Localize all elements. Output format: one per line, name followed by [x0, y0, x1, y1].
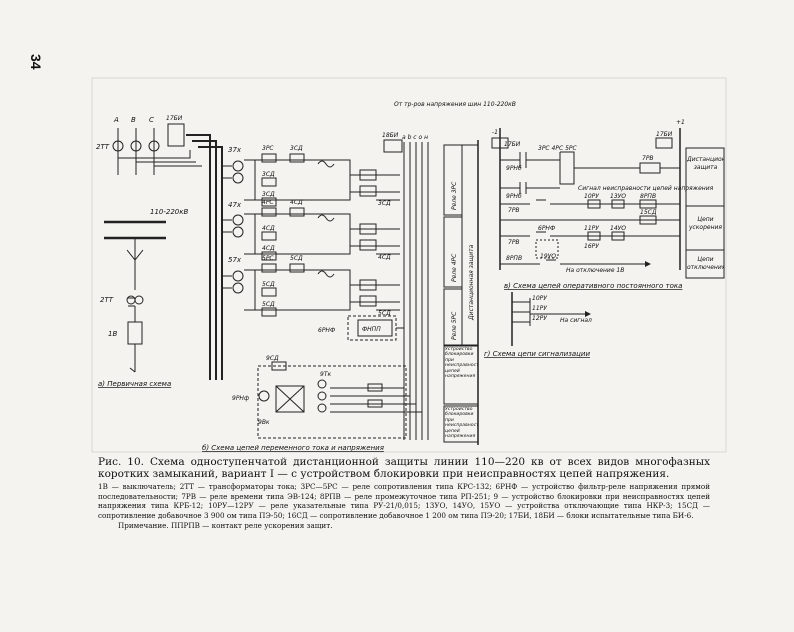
- resistor-3cd4-label: 3СД: [378, 200, 391, 207]
- section-g-title: г) Схема цепи сигнализации: [484, 350, 590, 358]
- cd15-label: 15СД: [640, 209, 657, 216]
- test-block-18-label: 18БИ: [382, 132, 399, 139]
- vt-header: От тр-ров напряжения шин 110-220кВ: [394, 101, 516, 108]
- resistor-4cd4-label: 4СД: [378, 254, 391, 261]
- bus-letters: а b c о н: [402, 134, 428, 141]
- uo14-label: 14УО: [610, 225, 626, 232]
- rv7b-label: 7РВ: [508, 207, 520, 214]
- phase-label-c: C: [149, 116, 154, 124]
- section-b-title: б) Схема цепей переменного тока и напряж…: [202, 444, 384, 452]
- transformer-57-label: 57х: [228, 256, 242, 264]
- resistor-4cd3-label: 4СД: [262, 245, 275, 252]
- dc-bi17-label: 17БИ: [504, 141, 521, 148]
- trip-label: На отключение 1В: [566, 267, 624, 274]
- resistor-5cd4-label: 5СД: [378, 310, 391, 317]
- rnf-9-label: 9РНф: [232, 395, 249, 402]
- relay-5pc-label: 5РС: [262, 255, 274, 262]
- uo19-label: 19УО: [540, 253, 556, 260]
- ct-label-primary: 2ТТ: [100, 296, 114, 304]
- rv7-label: 7РВ: [642, 155, 654, 162]
- relay-4pc-column: Реле 4РС: [451, 253, 458, 282]
- fnpp-label: ФНПП: [362, 326, 381, 333]
- distance-protection-column: Дистанционная защита: [468, 244, 475, 321]
- resistor-5cd1-label: 5СД: [290, 255, 303, 262]
- vk-9-label: 9Вк: [258, 419, 270, 426]
- transformer-9-label: 9Тк: [320, 371, 331, 378]
- section-a-title: а) Первичная схема: [98, 380, 171, 388]
- ru16-label: 16РУ: [584, 243, 599, 250]
- ct-label: 2ТТ: [96, 143, 110, 151]
- figure-note: Примечание. ППРПВ — контакт реле ускорен…: [118, 521, 333, 530]
- signal-fault-label: Сигнал неисправности цепей напряжения: [578, 185, 714, 192]
- resistor-4cd1-label: 4СД: [290, 199, 303, 206]
- trip-circuits-box: Цепи отключения: [687, 256, 724, 271]
- ru10-label: 10РУ: [584, 193, 599, 200]
- resistor-3cd2-label: 3СД: [262, 171, 275, 178]
- accel-block-label: Устройство блокировки при неисправностях…: [445, 347, 478, 380]
- ru12b-label: 12РУ: [532, 315, 547, 322]
- relay-4pc-label: 4РС: [262, 199, 274, 206]
- transformer-37-label: 37х: [228, 146, 242, 154]
- rnf-contact-label: 9РНб: [506, 165, 522, 172]
- relay-3pc-label: 3РС: [262, 145, 274, 152]
- distance-protection-box: Дистанционная защита: [687, 156, 724, 171]
- rpv8b-label: 8РПВ: [506, 255, 522, 262]
- dc-minus-label: -1: [492, 129, 498, 136]
- resistor-5cd2-label: 5СД: [262, 281, 275, 288]
- pc-contacts-label: 3РС 4РС 5РС: [538, 145, 578, 152]
- resistor-3cd3-label: 3СД: [262, 191, 275, 198]
- figure-caption: Рис. 10. Схема одноступенчатой дистанцио…: [98, 456, 710, 480]
- transformer-47-label: 47х: [228, 201, 242, 209]
- blocking-device-label: Устройство блокировки при неисправностях…: [445, 407, 478, 440]
- resistor-5cd3-label: 5СД: [262, 301, 275, 308]
- figure-legend: 1В — выключатель; 2ТТ — трансформаторы т…: [98, 482, 710, 520]
- dc-bi17b-label: 17БИ: [656, 131, 673, 138]
- ru10b-label: 10РУ: [532, 295, 547, 302]
- relay-5pc-column: Реле 5РС: [451, 311, 458, 340]
- test-block-17-label: 17БИ: [166, 115, 183, 122]
- rnf-contact2-label: 9РНб: [506, 193, 522, 200]
- resistor-4cd2-label: 4СД: [262, 225, 275, 232]
- section-v-title: в) Схема цепей оперативного постоянного …: [504, 282, 682, 290]
- line-voltage-label: 110-220кВ: [150, 208, 188, 216]
- breaker-label: 1В: [108, 330, 117, 338]
- rnf-6-label: 6РНФ: [318, 327, 335, 334]
- resistor-9cd-label: 9СД: [266, 355, 279, 362]
- phase-label-b: B: [131, 116, 136, 124]
- rnf6-contact-label: 6РНФ: [538, 225, 555, 232]
- ru11-label: 11РУ: [584, 225, 599, 232]
- dc-plus-label: +1: [676, 119, 685, 126]
- acceleration-circuits-box: Цепи ускорения: [688, 216, 723, 231]
- rv7c-label: 7РВ: [508, 239, 520, 246]
- ru11b-label: 11РУ: [532, 305, 547, 312]
- rpv8-label: 8РПВ: [640, 193, 656, 200]
- relay-3pc-column: Реле 3РС: [451, 181, 458, 210]
- signal-out-label: На сигнал: [560, 317, 592, 324]
- phase-label-a: A: [113, 116, 119, 124]
- uo13-label: 13УО: [610, 193, 626, 200]
- resistor-3cd1-label: 3СД: [290, 145, 303, 152]
